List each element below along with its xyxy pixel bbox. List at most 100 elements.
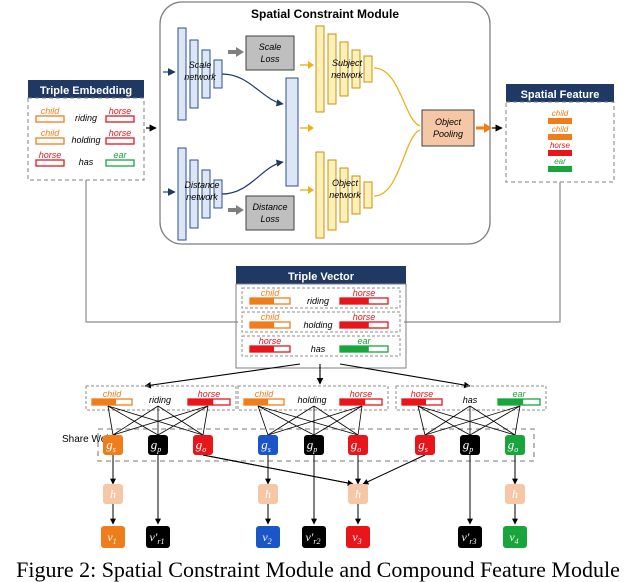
output-vector: v2 xyxy=(256,526,280,548)
embedding-subject: child xyxy=(35,106,65,123)
g-node-label: go xyxy=(196,437,207,454)
vector-subject-label: child xyxy=(261,288,281,298)
svg-text:network: network xyxy=(184,72,216,82)
output-label: v1 xyxy=(107,530,116,546)
triple-embedding-row: horse has ear xyxy=(35,150,135,167)
output-label: v4 xyxy=(509,530,518,546)
output-label: v3 xyxy=(352,530,361,546)
output-vector: v1 xyxy=(101,526,125,548)
bottom-predicate: has xyxy=(463,395,478,405)
h-node-label: h xyxy=(265,487,271,501)
scale-network: Scale network xyxy=(177,27,223,121)
h-node-label: h xyxy=(512,487,518,501)
svg-text:Subject: Subject xyxy=(332,58,363,68)
vector-object-label: horse xyxy=(353,288,376,298)
vector-subject-label: horse xyxy=(259,336,282,346)
g-node-label: gp xyxy=(463,437,474,454)
vector-subject: child xyxy=(249,312,291,329)
svg-text:network: network xyxy=(329,190,361,200)
embedding-subject-label: horse xyxy=(39,150,62,160)
output-vector: v′r1 xyxy=(146,526,170,548)
output-label: v′r2 xyxy=(305,530,320,546)
bottom-triple: child riding horse xyxy=(85,385,237,411)
scale-network-label: Scale xyxy=(189,60,212,70)
bottom-subject: child xyxy=(243,389,285,406)
embedding-subject-label: child xyxy=(41,106,61,116)
triple-vector-row: horse has ear xyxy=(241,335,401,357)
bottom-object: horse xyxy=(187,389,231,406)
output-label: v′r3 xyxy=(461,530,476,546)
svg-text:Scale: Scale xyxy=(189,60,212,70)
svg-text:Object: Object xyxy=(435,117,462,127)
object-network: Object network xyxy=(315,151,373,239)
triple-vector-header xyxy=(236,266,406,284)
vector-object: horse xyxy=(339,312,389,329)
triple-embedding-row: child holding horse xyxy=(35,128,135,145)
embedding-subject: horse xyxy=(35,150,65,167)
vector-object: ear xyxy=(339,336,389,353)
svg-text:Distance: Distance xyxy=(252,202,287,212)
svg-text:Object: Object xyxy=(332,178,359,188)
bottom-subject: child xyxy=(91,389,133,406)
output-label: v2 xyxy=(262,530,271,546)
embedding-predicate: riding xyxy=(75,113,97,123)
svg-text:network: network xyxy=(186,192,218,202)
g-node-s: gs xyxy=(103,435,123,455)
vector-subject: child xyxy=(249,288,291,305)
g-node-label: gs xyxy=(106,437,116,454)
embedding-object: horse xyxy=(105,106,135,123)
embedding-object: horse xyxy=(105,128,135,145)
subject-network: Subject network xyxy=(315,25,373,113)
bottom-object: horse xyxy=(339,389,383,406)
vector-object-label: horse xyxy=(353,312,376,322)
g-node-o: go xyxy=(193,435,213,455)
bottom-predicate: riding xyxy=(149,395,171,405)
svg-text:Scale: Scale xyxy=(259,42,282,52)
spatial-feature-header xyxy=(506,84,614,102)
output-vector: v4 xyxy=(503,526,527,548)
g-node-s: gs xyxy=(415,435,435,455)
h-node-label: h xyxy=(355,487,361,501)
embedding-object-label: ear xyxy=(113,150,127,160)
bottom-predicate: holding xyxy=(297,395,326,405)
h-node: h xyxy=(348,484,368,504)
vector-predicate: has xyxy=(311,344,326,354)
spatial-feature-label: horse xyxy=(550,141,571,150)
g-node-p: gp xyxy=(460,435,480,455)
output-vector: v3 xyxy=(346,526,370,548)
object-pooling-box xyxy=(421,109,475,147)
g-node-o: go xyxy=(505,435,525,455)
h-node-label: h xyxy=(110,487,116,501)
g-node-label: gs xyxy=(418,437,428,454)
bottom-object-label: horse xyxy=(350,389,373,399)
embedding-predicate: has xyxy=(79,157,94,167)
vector-predicate: holding xyxy=(303,320,332,330)
spatial-feature-label: child xyxy=(552,109,569,118)
bottom-object: ear xyxy=(497,389,541,406)
triple-embedding-header xyxy=(28,80,144,98)
spatial-feature-label: child xyxy=(552,125,569,134)
spatial-feature-item: child xyxy=(548,109,572,124)
scale-loss-box xyxy=(245,35,295,71)
spatial-feature-item: child xyxy=(548,125,572,140)
svg-text:Loss: Loss xyxy=(260,214,280,224)
triple-vector-panel: Triple Vector childridinghorsechildholdi… xyxy=(235,266,407,369)
bottom-object-label: horse xyxy=(198,389,221,399)
bottom-object-label: ear xyxy=(512,389,526,399)
spatial-constraint-module: Spatial Constraint Module Scale network … xyxy=(159,1,492,245)
triple-vector-row: child holding horse xyxy=(241,311,401,333)
spatial-feature-item: ear xyxy=(548,157,572,172)
concat-feature-bar xyxy=(285,77,299,187)
spatial-feature-label: ear xyxy=(554,157,566,166)
embedding-subject-label: child xyxy=(41,128,61,138)
g-node-label: gp xyxy=(151,437,162,454)
embedding-predicate: holding xyxy=(71,135,100,145)
vector-subject-label: child xyxy=(261,312,281,322)
embedding-subject: child xyxy=(35,128,65,145)
vector-subject: horse xyxy=(249,336,291,353)
vector-predicate: riding xyxy=(307,296,329,306)
